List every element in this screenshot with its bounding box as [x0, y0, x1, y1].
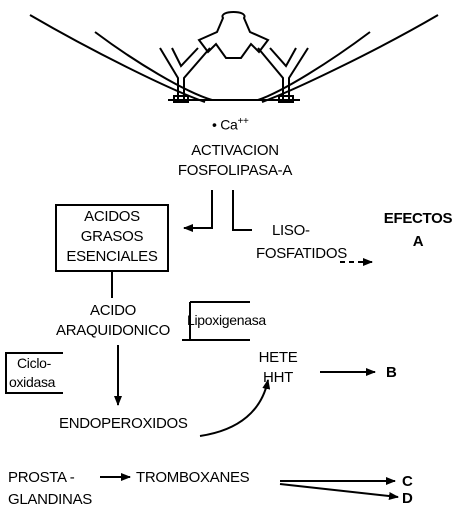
fatty-acids-line1: ACIDOS — [57, 208, 167, 225]
lipoxigenasa-label: Lipoxigenasa — [187, 312, 266, 329]
receptor-left — [160, 48, 210, 100]
connector-to-acids — [184, 190, 212, 228]
prostaglandinas-label: PROSTA - GLANDINAS — [8, 469, 92, 508]
calcium-text: • Ca — [212, 117, 238, 133]
arachidonic-line1: ACIDO — [48, 302, 178, 319]
receptor-right — [258, 48, 308, 100]
hete-line1: HETE — [248, 349, 308, 366]
membrane-inner-right — [258, 32, 370, 100]
effect-b-label: B — [386, 364, 397, 381]
fatty-acids-line3: ESENCIALES — [57, 248, 167, 265]
tromboxanes-text: TROMBOXANES — [136, 469, 249, 486]
efectos-line1: EFECTOS — [378, 210, 458, 227]
arrow-endoperoxidos-hete — [200, 380, 268, 436]
effect-c-label: C — [402, 473, 413, 490]
fatty-acids-line2: GRASOS — [57, 228, 167, 245]
prostaglandinas-line1: PROSTA - — [8, 469, 92, 486]
lisofosfatidos-line1: LISO- — [256, 222, 347, 239]
effect-d-label: D — [402, 490, 413, 507]
activation-label: ACTIVACION FOSFOLIPASA-A — [165, 142, 305, 179]
connector-to-liso — [233, 190, 252, 230]
fatty-acids-label: ACIDOS GRASOS ESENCIALES — [57, 208, 167, 265]
endoperoxidos-text: ENDOPEROXIDOS — [59, 415, 188, 432]
calcium-label: • Ca++ — [212, 113, 249, 134]
lipoxigenasa-text: Lipoxigenasa — [187, 312, 266, 328]
prostaglandinas-line2: GLANDINAS — [8, 491, 92, 508]
lisofosfatidos-line2: FOSFATIDOS — [256, 245, 347, 262]
hete-line2: HHT — [248, 369, 308, 386]
lisofosfatidos-label: LISO- FOSFATIDOS — [256, 222, 347, 262]
endoperoxidos-label: ENDOPEROXIDOS — [59, 415, 188, 432]
hete-label: HETE HHT — [248, 349, 308, 386]
arachidonic-label: ACIDO ARAQUIDONICO — [48, 302, 178, 339]
arachidonic-line2: ARAQUIDONICO — [48, 322, 178, 339]
effect-b-text: B — [386, 364, 397, 381]
effect-d-text: D — [402, 490, 413, 507]
tromboxanes-label: TROMBOXANES — [136, 469, 249, 486]
ligand — [199, 12, 268, 58]
calcium-charge: ++ — [238, 116, 249, 127]
ciclooxidasa-line1: Ciclo- — [9, 355, 55, 371]
efectos-label: EFECTOS A — [378, 210, 458, 250]
effect-c-text: C — [402, 473, 413, 490]
arrow-tromboxanes-d — [280, 484, 398, 497]
ciclooxidasa-line2: oxidasa — [9, 374, 55, 390]
activation-line2: FOSFOLIPASA-A — [165, 162, 305, 179]
activation-line1: ACTIVACION — [165, 142, 305, 159]
ciclooxidasa-label: Ciclo- oxidasa — [9, 355, 55, 390]
efectos-line2: A — [378, 233, 458, 250]
